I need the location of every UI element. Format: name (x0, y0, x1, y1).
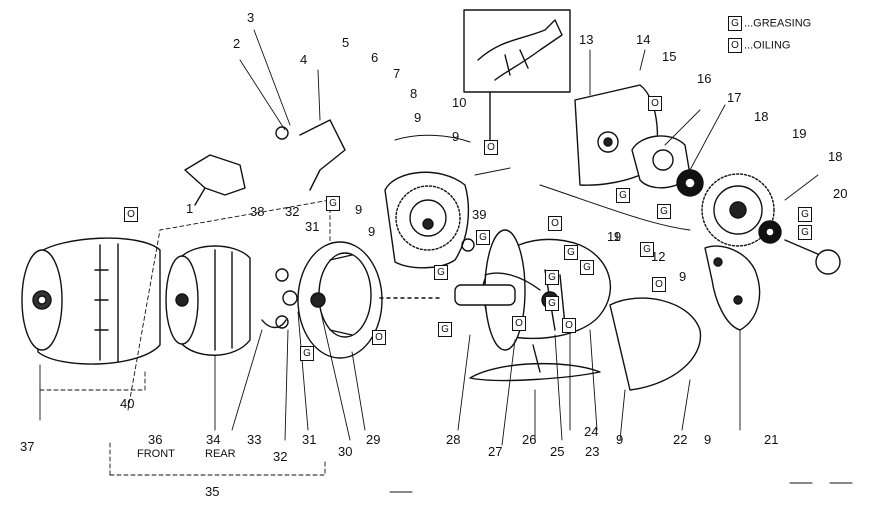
callout-label: 29 (366, 432, 381, 447)
callout-label: 2 (233, 36, 241, 51)
greasing-marker: G (580, 260, 594, 275)
greasing-marker: G (798, 207, 812, 222)
callout-label: 8 (410, 86, 418, 101)
callout-label: 19 (792, 126, 807, 141)
legend-greasing: G...GREASING (728, 16, 811, 31)
oil-text: ...OILING (744, 39, 791, 52)
reel-body-part (454, 229, 611, 382)
callout-label: 25 (550, 444, 565, 459)
greasing-marker: G (564, 245, 578, 260)
greasing-marker: G (326, 196, 340, 211)
drum-part (165, 245, 251, 356)
greasing-marker: G (438, 322, 452, 337)
greasing-marker: G (434, 265, 448, 280)
callout-label: 9 (679, 269, 687, 284)
greasing-marker: G (640, 242, 654, 257)
callout-label: 9 (704, 432, 712, 447)
callout-label: 10 (452, 95, 467, 110)
pinion-part (631, 135, 704, 197)
callout-label: 35 (205, 484, 220, 499)
oiling-marker: O (512, 316, 526, 331)
callout-label: 9 (616, 432, 624, 447)
greasing-marker: G (476, 230, 490, 245)
oiling-marker: O (652, 277, 666, 292)
grease-symbol: G (728, 16, 742, 31)
callout-label: 33 (247, 432, 262, 447)
callout-label: 27 (488, 444, 503, 459)
callout-label: 6 (371, 50, 379, 65)
callout-label: 32 (285, 204, 300, 219)
callout-label: 39 (472, 207, 487, 222)
callout-label: 12 (651, 249, 666, 264)
callout-label: 17 (727, 90, 742, 105)
callout-label: 18 (754, 109, 769, 124)
front-caption: FRONT (137, 448, 175, 460)
side-plate-part (704, 245, 761, 331)
gear-housing-part (384, 171, 475, 269)
oiling-marker: O (124, 207, 138, 222)
greasing-marker: G (545, 296, 559, 311)
rear-caption: REAR (205, 448, 236, 460)
callout-label: 11 (607, 229, 621, 244)
small-parts-cluster (261, 268, 298, 329)
handle-part (784, 239, 841, 275)
oiling-marker: O (548, 216, 562, 231)
callout-label: 13 (579, 32, 594, 47)
callout-label: 9 (614, 229, 622, 244)
greasing-marker: G (657, 204, 671, 219)
callout-label: 36 (148, 432, 163, 447)
callout-label: 26 (522, 432, 537, 447)
callout-label: 32 (273, 449, 288, 464)
greasing-marker: G (798, 225, 812, 240)
greasing-marker: G (300, 346, 314, 361)
callout-label: 30 (338, 444, 353, 459)
callout-label: 4 (300, 52, 308, 67)
oiling-marker: O (372, 330, 386, 345)
callout-label: 23 (585, 444, 600, 459)
callout-label: 18 (828, 149, 843, 164)
callout-label: 9 (414, 110, 422, 125)
oiling-marker: O (648, 96, 662, 111)
oiling-marker: O (484, 140, 498, 155)
callout-label: 16 (697, 71, 712, 86)
callout-label: 34 (206, 432, 221, 447)
greasing-marker: G (616, 188, 630, 203)
callout-label: 40 (120, 396, 135, 411)
spool-part (297, 241, 441, 359)
end-cover-part (609, 297, 702, 391)
grease-text: ...GREASING (744, 17, 812, 30)
callout-label: 31 (305, 219, 320, 234)
legend-oiling: O...OILING (728, 38, 790, 53)
callout-label: 14 (636, 32, 651, 47)
callout-label: 15 (662, 49, 677, 64)
bail-arm-part (184, 119, 346, 206)
callout-label: 22 (673, 432, 688, 447)
front-shroud-part (21, 237, 161, 365)
oiling-marker: O (562, 318, 576, 333)
callout-label: 20 (833, 186, 848, 201)
main-gear-part (701, 173, 782, 247)
callout-label: 5 (342, 35, 350, 50)
callout-label: 1 (186, 201, 194, 216)
callout-label: 37 (20, 439, 35, 454)
greasing-marker: G (545, 270, 559, 285)
callout-label: 9 (452, 129, 460, 144)
inset-detail (463, 9, 571, 141)
callout-label: 24 (584, 424, 599, 439)
callout-label: 7 (393, 66, 401, 81)
callout-label: 31 (302, 432, 317, 447)
callout-label: 9 (368, 224, 376, 239)
callout-label: 28 (446, 432, 461, 447)
callout-label: 3 (247, 10, 255, 25)
callout-label: 21 (764, 432, 779, 447)
callout-label: 38 (250, 204, 265, 219)
callout-label: 9 (355, 202, 363, 217)
oil-symbol: O (728, 38, 742, 53)
